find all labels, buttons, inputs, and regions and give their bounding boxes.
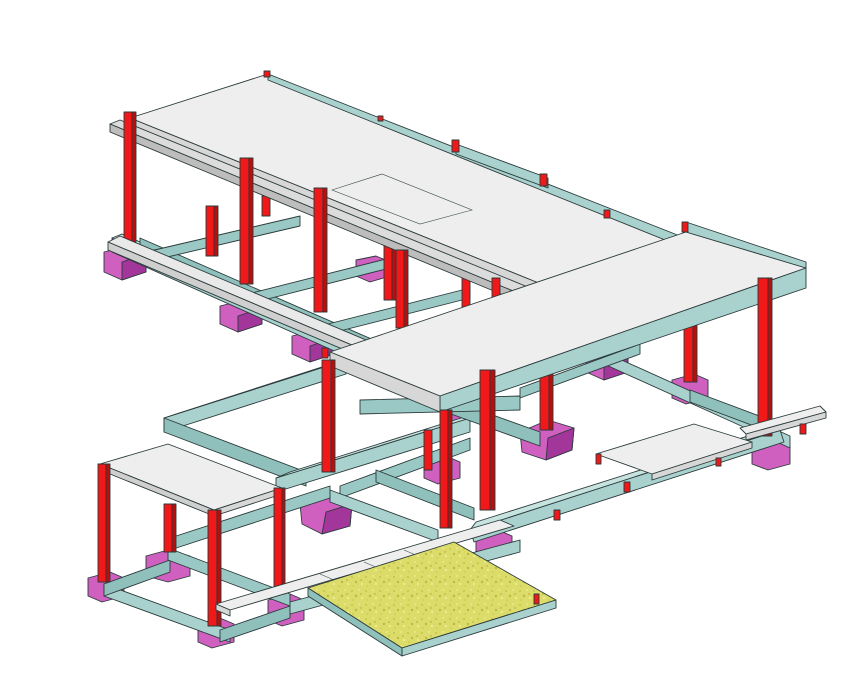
slab-edge	[651, 441, 753, 481]
column	[423, 429, 433, 471]
mid-beam	[163, 359, 347, 433]
column-cap	[715, 457, 722, 467]
column	[313, 187, 328, 313]
column	[321, 359, 336, 473]
column-cap	[451, 139, 460, 153]
column-cap	[539, 173, 548, 187]
column-cap	[553, 509, 561, 521]
columns-right-wing	[321, 277, 773, 529]
column	[479, 369, 496, 511]
column	[205, 205, 219, 257]
column	[97, 463, 111, 583]
column-cap	[321, 347, 329, 359]
column	[123, 111, 137, 251]
ground-beam	[219, 605, 291, 643]
mid-level-frame	[163, 355, 541, 493]
column-cap	[603, 209, 611, 219]
right-walkway-slab	[595, 405, 827, 493]
column-cap	[377, 115, 384, 122]
beam-accents	[533, 457, 722, 605]
columns-back	[163, 195, 698, 553]
column	[261, 195, 271, 217]
column	[163, 503, 177, 553]
small-block-left	[97, 443, 286, 627]
column	[539, 369, 554, 431]
column	[207, 509, 222, 627]
slab-opening	[331, 173, 473, 225]
column-cap	[799, 423, 807, 435]
ground-beam	[145, 215, 301, 263]
mid-beam	[163, 417, 307, 487]
column-cap	[623, 481, 631, 493]
roof-slab-right-wing	[321, 221, 807, 413]
ramp-top	[307, 541, 557, 649]
column-cap	[681, 221, 689, 233]
column-cap	[595, 453, 602, 465]
slab-joint	[319, 573, 335, 581]
column	[757, 277, 773, 437]
slab-edge	[745, 411, 827, 441]
column	[273, 487, 286, 595]
ramp-edge-beam	[307, 587, 403, 657]
column-cap	[533, 593, 540, 605]
column	[439, 409, 453, 529]
ramp	[307, 541, 557, 657]
column	[239, 157, 254, 285]
column	[395, 249, 409, 329]
column-caps-top	[263, 70, 611, 219]
ground-beam	[103, 559, 171, 597]
column-cap	[263, 70, 271, 78]
slab-edge	[215, 603, 231, 617]
